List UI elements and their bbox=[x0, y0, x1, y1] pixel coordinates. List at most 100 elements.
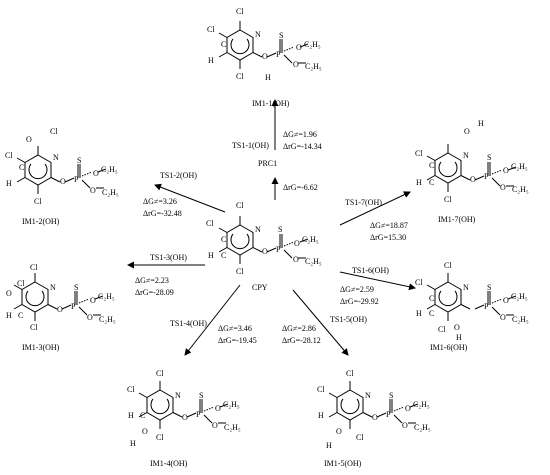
path-3-labels: TS1-3(OH) ΔG≠=2.23 ΔrG=-28.09 bbox=[135, 253, 187, 297]
path-2-labels: TS1-2(OH) ΔG≠=3.26 ΔrG=-32.48 bbox=[143, 171, 197, 218]
dr-label-2: ΔrG=-32.48 bbox=[143, 209, 182, 218]
atom-label: H bbox=[130, 439, 136, 448]
atom-label: O bbox=[215, 404, 221, 413]
atom-label: O bbox=[6, 289, 12, 298]
atom-label: O bbox=[294, 239, 300, 248]
atom-label: H bbox=[6, 311, 12, 320]
atom-label: O bbox=[503, 166, 509, 175]
atom-label: C bbox=[19, 163, 24, 172]
atom-label: O bbox=[182, 413, 188, 422]
atom-label: O bbox=[470, 175, 476, 184]
atom-label: O bbox=[93, 169, 99, 178]
atom-label: H bbox=[416, 178, 422, 187]
atom-label: O bbox=[142, 427, 148, 436]
atom-label: C₂H₅ bbox=[305, 62, 322, 71]
atom-label: N bbox=[463, 151, 469, 160]
atom-label: N bbox=[50, 283, 56, 292]
atom-label: H bbox=[318, 411, 324, 420]
atom-label: Cl bbox=[156, 433, 164, 442]
atom-label: C₂H₅ bbox=[101, 165, 118, 174]
atom-label: P bbox=[386, 410, 391, 419]
molecule-label-im1-5: IM1-5(OH) bbox=[324, 459, 362, 468]
ts-label-4: TS1-4(OH) bbox=[170, 319, 207, 328]
atom-label: Cl bbox=[317, 385, 325, 394]
atom-label: Cl bbox=[415, 278, 423, 287]
prc1-label: PRC1 bbox=[258, 159, 277, 168]
atom-label: C₂H₅ bbox=[302, 235, 319, 244]
atom-label: N bbox=[255, 225, 261, 234]
arrow-to-im1-7 bbox=[339, 191, 411, 226]
atom-label: O bbox=[87, 313, 93, 322]
atom-label: N bbox=[53, 153, 59, 162]
ts-label-1: TS1-1(OH) bbox=[232, 141, 269, 150]
dr-label-6: ΔrG=-29.92 bbox=[340, 297, 379, 306]
atom-label: S bbox=[279, 31, 283, 40]
atom-label: O bbox=[454, 323, 460, 332]
atom-label: Cl bbox=[346, 369, 354, 378]
ts-label-6: TS1-6(OH) bbox=[352, 266, 389, 275]
atom-label: Cl bbox=[444, 261, 452, 270]
path-5-labels: TS1-5(OH) ΔG≠=2.86 ΔrG=-28.12 bbox=[282, 315, 367, 345]
atom-label: H bbox=[478, 119, 484, 128]
atom-label: O bbox=[262, 247, 268, 256]
atom-label: C₂H₅ bbox=[102, 188, 119, 197]
arrow-to-im1-6 bbox=[339, 271, 416, 291]
dg-label-3: ΔG≠=2.23 bbox=[135, 276, 169, 285]
atom-label: C bbox=[429, 294, 434, 303]
atom-label: H bbox=[128, 411, 134, 420]
dr-label-3: ΔrG=-28.09 bbox=[135, 288, 174, 297]
atom-label: Cl bbox=[236, 267, 244, 276]
atom-label: Cl bbox=[207, 25, 215, 34]
atom-label: Cl bbox=[236, 7, 244, 16]
atom-label: Cl bbox=[30, 323, 38, 332]
atom-label: P bbox=[484, 302, 489, 311]
dg-label-2: ΔG≠=3.26 bbox=[143, 197, 177, 206]
atom-label: C₂H₅ bbox=[99, 315, 116, 324]
molecule-label-im1-6: IM1-6(OH) bbox=[430, 343, 468, 352]
atom-label: H bbox=[265, 73, 271, 82]
molecule-im1-3: Cl Cl O N H C Cl O S P O C₂H₅ O C₂H₅ IM1… bbox=[6, 263, 116, 352]
atom-label: O bbox=[500, 183, 506, 192]
arrow-to-im1-5 bbox=[292, 289, 349, 356]
molecule-label-im1-2: IM1-2(OH) bbox=[22, 217, 60, 226]
atom-label: O bbox=[405, 404, 411, 413]
atom-label: O bbox=[503, 296, 509, 305]
molecule-im1-7: O H N Cl C H C Cl O S P O C₂H₅ O C₂H₅ IM… bbox=[415, 119, 529, 224]
atom-label: C bbox=[429, 309, 434, 318]
atom-label: C₂H₅ bbox=[512, 185, 529, 194]
atom-label: Cl bbox=[156, 369, 164, 378]
atom-label: O bbox=[212, 421, 218, 430]
path-1-labels: TS1-1(OH) ΔG≠=1.96 ΔrG=-14.34 PRC1 ΔrG=-… bbox=[232, 130, 322, 192]
atom-label: C bbox=[221, 251, 226, 260]
atom-label: P bbox=[276, 50, 281, 59]
ts-label-3: TS1-3(OH) bbox=[150, 253, 187, 262]
atom-label: S bbox=[389, 391, 393, 400]
atom-label: Cl bbox=[127, 385, 135, 394]
atom-label: S bbox=[487, 153, 491, 162]
molecule-im1-2: O Cl N Cl C H Cl O S P O C₂H₅ O C₂H₅ IM1… bbox=[5, 127, 119, 226]
atom-label: C₂H₅ bbox=[414, 423, 431, 432]
atom-label: C bbox=[429, 178, 434, 187]
atom-label: S bbox=[77, 156, 81, 165]
atom-label: O bbox=[90, 186, 96, 195]
path-4-labels: TS1-4(OH) ΔG≠=3.46 ΔrG=-19.45 bbox=[170, 319, 257, 345]
path-7-labels: TS1-7(OH) ΔG≠=18.87 ΔrG=15.30 bbox=[345, 198, 408, 242]
atom-label: C₂H₅ bbox=[512, 315, 529, 324]
atom-label: H bbox=[208, 56, 214, 65]
atom-label: Cl bbox=[356, 433, 364, 442]
atom-label: Cl bbox=[34, 197, 42, 206]
atom-label: P bbox=[484, 172, 489, 181]
atom-label: O bbox=[293, 60, 299, 69]
atom-label: Cl bbox=[206, 219, 214, 228]
atom-label: H bbox=[326, 441, 332, 450]
atom-label: C bbox=[18, 311, 23, 320]
dg-label-6: ΔG≠=2.59 bbox=[340, 285, 374, 294]
molecule-label-im1-7: IM1-7(OH) bbox=[438, 215, 476, 224]
dg-label-4: ΔG≠=3.46 bbox=[218, 324, 252, 333]
atom-label: Cl bbox=[444, 195, 452, 204]
molecule-im1-4: Cl Cl N H C O H Cl O S P O C₂H₅ O C₂H₅ I… bbox=[127, 369, 241, 468]
prc1-dr-label: ΔrG=-6.62 bbox=[283, 183, 318, 192]
atom-label: Cl bbox=[415, 149, 423, 158]
atom-label: O bbox=[90, 296, 96, 305]
atom-label: P bbox=[71, 302, 76, 311]
